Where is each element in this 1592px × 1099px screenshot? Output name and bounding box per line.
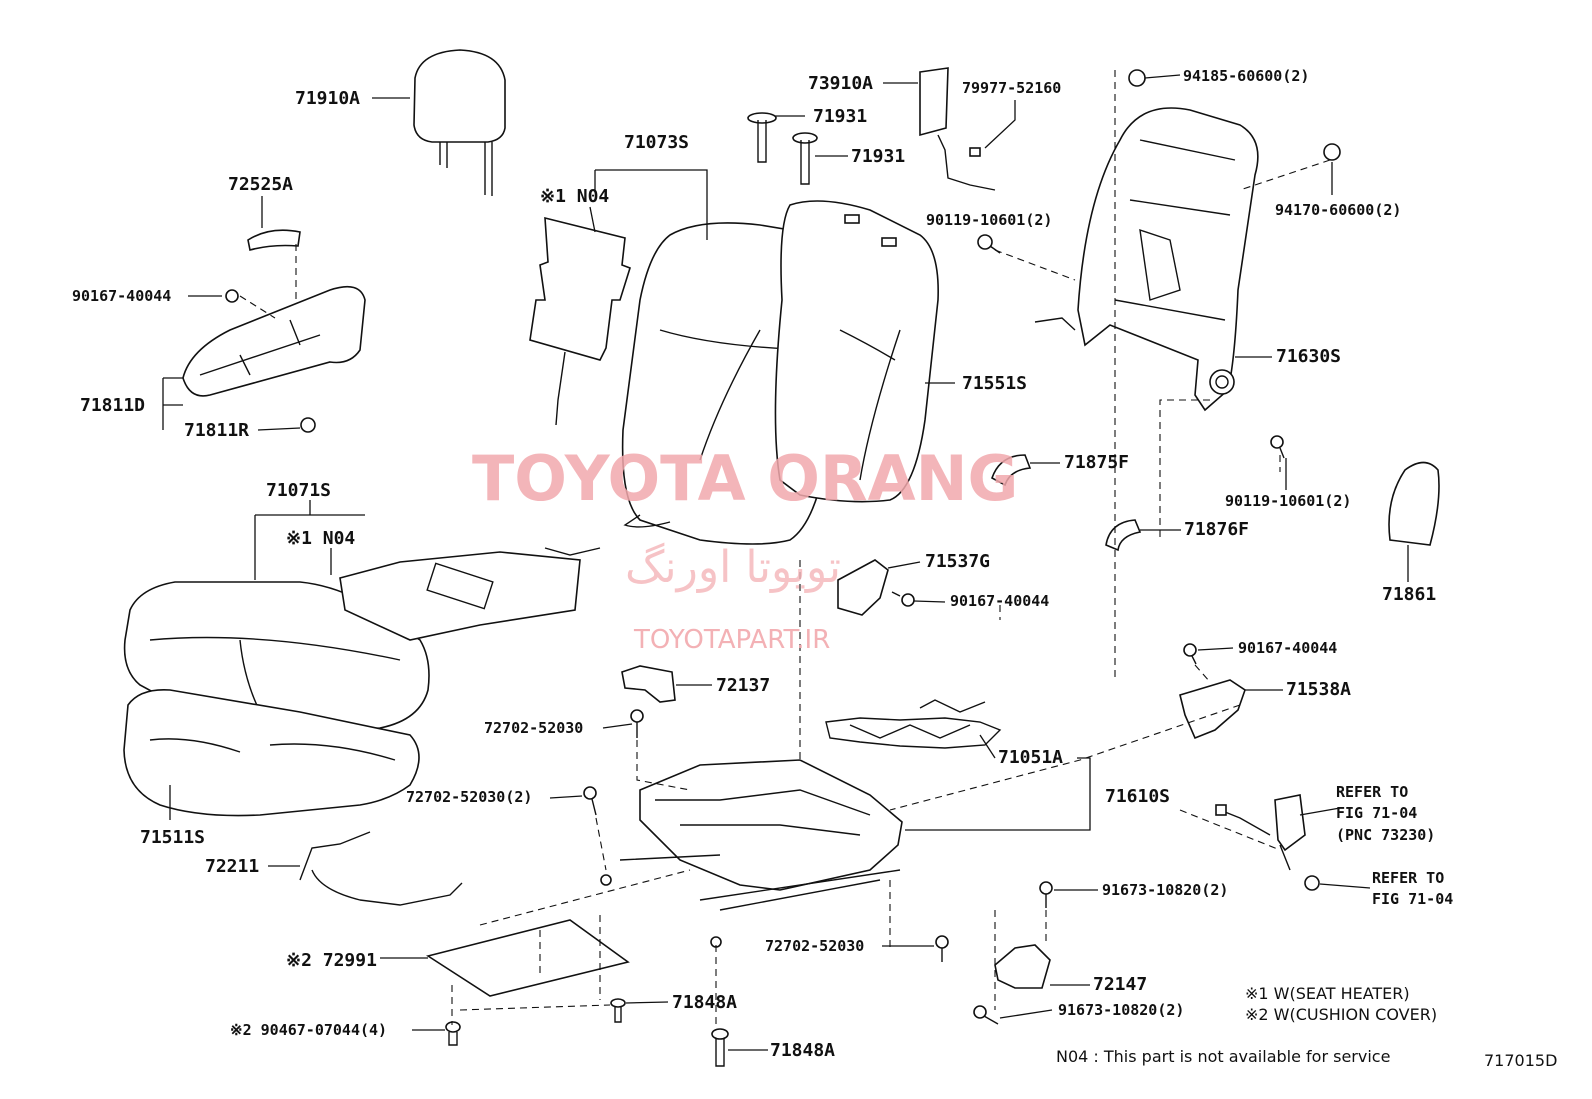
cushion-heater-part (339, 547, 601, 641)
label-cushion-pad: 71071S (266, 480, 331, 501)
bolt-72702-a-part (630, 709, 644, 738)
label-clip-71848a-b: 71848A (770, 1040, 835, 1061)
label-bolt-90167-a: 90167-40044 (72, 287, 171, 305)
label-frame-assy: 71610S (1105, 786, 1170, 807)
label-bolt-72702-b: 72702-52030(2) (406, 788, 532, 806)
label-heater-cushion: ※1 N04 (286, 528, 355, 549)
side-airbag-part (919, 67, 996, 191)
label-refer-2b: FIG 71-04 (1372, 890, 1453, 908)
label-recline-knob: 71861 (1382, 584, 1436, 605)
hinge-cover-inner-part (1105, 519, 1142, 552)
label-bracket-71538a: 71538A (1286, 679, 1351, 700)
back-heater-part (529, 216, 631, 426)
seat-belt-buckle-part (1215, 794, 1320, 891)
seat-spring-part (825, 699, 1002, 749)
hinge-cover-outer-part (991, 454, 1032, 487)
clip-71848a-a-part (610, 998, 626, 1023)
seat-shield-part (182, 285, 366, 433)
label-bolt-90167-b: 90167-40044 (950, 592, 1049, 610)
clip-90467-part (445, 1021, 461, 1046)
label-bolt-72702-a: 72702-52030 (484, 719, 583, 737)
label-hinge-cover-f: 71875F (1064, 452, 1129, 473)
label-clip-71848a-a: 71848A (672, 992, 737, 1013)
nut-94170-part (1323, 143, 1341, 161)
note-cushion-cover: ※2 W(CUSHION COVER) (1245, 1005, 1437, 1024)
label-nut-94170: 94170-60600(2) (1275, 201, 1401, 219)
label-wire-72211: 72211 (205, 856, 259, 877)
label-shield-r: 71811R (184, 420, 249, 441)
watermark-brand-fa: تویوتا اورنگ (625, 542, 841, 593)
label-support-2: 71931 (851, 146, 905, 167)
label-bolt-90119-a: 90119-10601(2) (926, 211, 1052, 229)
cap-72525a-part (247, 229, 301, 251)
label-airbag: 73910A (808, 73, 873, 94)
watermark-brand: TOYOTA ORANG (472, 442, 1018, 515)
clip-71848a-b-part (711, 1028, 729, 1067)
label-protector: 72137 (716, 675, 770, 696)
seatback-frame-part (1034, 107, 1259, 412)
label-back-pad: 71073S (624, 132, 689, 153)
label-back-cover: 71551S (962, 373, 1027, 394)
label-spring: 71051A (998, 747, 1063, 768)
label-hinge-cover-inner: 71876F (1184, 519, 1249, 540)
board-72991-part (426, 919, 630, 997)
bolt-72702-b-part (583, 786, 597, 816)
label-board: ※2 72991 (286, 950, 377, 971)
label-shield-d: 71811D (80, 395, 145, 416)
label-bolt-72702-c: 72702-52030 (765, 937, 864, 955)
bolt-91673-b-part (973, 1005, 999, 1025)
protector-72137-part (621, 665, 676, 703)
wire-72211-part (299, 831, 463, 906)
bolt-90119-b-part (1270, 435, 1285, 459)
label-cap-72525a: 72525A (228, 174, 293, 195)
headrest-part (413, 49, 506, 196)
bracket-71538a-part (1179, 679, 1246, 740)
label-heater-back: ※1 N04 (540, 186, 609, 207)
label-clip-79977: 79977-52160 (962, 79, 1061, 97)
cushion-cover-part (123, 688, 420, 817)
label-back-frame: 71630S (1276, 346, 1341, 367)
label-bolt-91673-a: 91673-10820(2) (1102, 881, 1228, 899)
label-bracket-71537g: 71537G (925, 551, 990, 572)
label-clip-90467: ※2 90467-07044(4) (230, 1021, 387, 1039)
seat-frame-part (600, 759, 903, 948)
label-bolt-90119-b: 90119-10601(2) (1225, 492, 1351, 510)
watermark-site: TOYOTAPART.IR (633, 625, 830, 655)
bolt-90167-b-part (891, 591, 915, 607)
recline-knob-part (1388, 461, 1440, 546)
label-refer-1c: (PNC 73230) (1336, 826, 1435, 844)
note-n04: N04 : This part is not available for ser… (1056, 1047, 1390, 1066)
label-refer-1b: FIG 71-04 (1336, 804, 1417, 822)
label-bolt-91673-b: 91673-10820(2) (1058, 1001, 1184, 1019)
label-refer-2: REFER TO (1372, 869, 1444, 887)
label-headrest: 71910A (295, 88, 360, 109)
bolt-91673-a-part (1039, 881, 1053, 908)
label-refer-1: REFER TO (1336, 783, 1408, 801)
label-support-1: 71931 (813, 106, 867, 127)
figure-code: 717015D (1484, 1051, 1557, 1070)
nut-94185-part (1128, 69, 1146, 87)
bracket-71537g-part (837, 559, 889, 616)
label-nut-94185: 94185-60600(2) (1183, 67, 1309, 85)
label-lever-cover: 72147 (1093, 974, 1147, 995)
label-bolt-90167-c: 90167-40044 (1238, 639, 1337, 657)
headrest-supports-part (747, 112, 818, 185)
bolt-72702-c-part (935, 935, 949, 962)
lever-cover-72147-part (994, 944, 1051, 989)
label-cushion-cover: 71511S (140, 827, 205, 848)
seatback-cover-part (774, 200, 939, 503)
note-seat-heater: ※1 W(SEAT HEATER) (1245, 984, 1410, 1003)
bolt-90167-c-part (1183, 643, 1197, 665)
